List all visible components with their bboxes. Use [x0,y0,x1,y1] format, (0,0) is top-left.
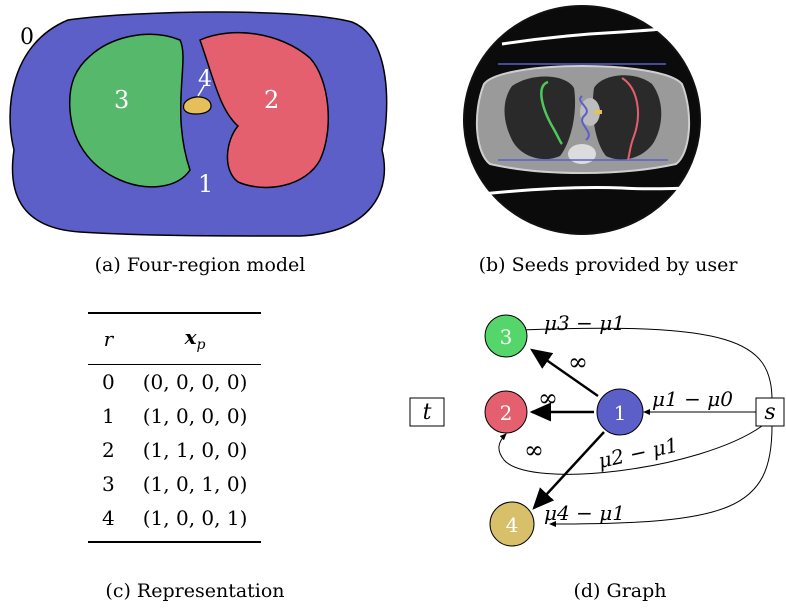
table-row: 0(0, 0, 0, 0) [102,370,248,394]
caption-a: (a) Four-region model [94,254,306,276]
header-x: xp [128,312,262,365]
blue-seed-center [579,95,590,141]
ct-right-lung [592,75,662,160]
edge-1-4 [532,431,605,510]
edge-s-2 [498,425,763,475]
table-row: 4(1, 0, 0, 1) [88,501,262,543]
graph-diagram: 3 2 1 4 t s μ3 − μ1 μ1 − μ0 μ2 − μ1 μ4 −… [409,311,785,547]
edge-label-inf-1-2: ∞ [538,384,558,412]
region-label-2: 2 [264,86,279,114]
region-label-1: 1 [198,170,213,198]
edge-label-s-2: μ2 − μ1 [596,433,680,473]
region-1-shape [9,11,388,237]
caption-b: (b) Seeds provided by user [478,254,738,276]
red-seed [621,77,639,161]
panel-representation: r xp 0(0, 0, 0, 0) 1(1, 0, 0, 0) 2(1, 1,… [88,312,292,543]
region-label-3: 3 [114,86,129,114]
panel-seeds [462,4,702,236]
edge-label-s-1: μ1 − μ0 [652,387,733,411]
terminal-s-label: s [764,400,775,425]
four-region-diagram: 0 3 2 4 1 [9,11,388,237]
edge-s-4 [549,425,773,527]
node-4 [489,501,535,547]
node-2 [484,390,528,434]
outside-label-0: 0 [20,25,34,50]
region-label-4: 4 [198,67,212,92]
node-label-4: 4 [506,513,519,537]
caption-d: (d) Graph [573,580,667,602]
node-label-3: 3 [500,325,513,349]
edge-label-s-4: μ4 − μ1 [544,501,625,525]
caption-c: (c) Representation [105,580,285,602]
edge-1-3 [530,348,599,397]
node-label-1: 1 [614,401,627,425]
region-4-shape [182,96,212,115]
panel-graph: 3 2 1 4 t s μ3 − μ1 μ1 − μ0 μ2 − μ1 μ4 −… [400,300,786,560]
node-3 [484,314,528,358]
header-r: r [88,312,129,365]
edge-label-inf-1-4: ∞ [524,436,544,464]
terminal-t-box [409,397,445,427]
region-3-shape [68,33,191,188]
table-row: 2(1, 1, 0, 0) [102,438,248,462]
ct-aorta [580,98,600,126]
white-scribble-top [501,22,699,46]
edge-label-inf-1-3: ∞ [568,348,588,376]
ct-circle-mask [463,5,701,235]
ct-seed-image [463,5,701,235]
table-row: 3(1, 0, 1, 0) [102,472,248,496]
panel-four-region-model: 0 3 2 4 1 [0,0,400,240]
node-1 [596,388,644,436]
table-row: 1(1, 0, 0, 0) [102,404,248,428]
representation-table: r xp 0(0, 0, 0, 0) 1(1, 0, 0, 0) 2(1, 1,… [88,312,262,543]
region-2-shape [199,31,329,189]
region-4-pointer [197,85,205,97]
green-seed [540,80,563,145]
terminal-t-label: t [423,400,432,425]
node-label-2: 2 [500,401,513,425]
ct-spine [568,144,596,164]
terminal-s-box [755,397,785,427]
edge-s-3 [519,326,773,401]
white-scribble-bottom [481,185,699,196]
edge-label-s-3: μ3 − μ1 [544,311,625,335]
